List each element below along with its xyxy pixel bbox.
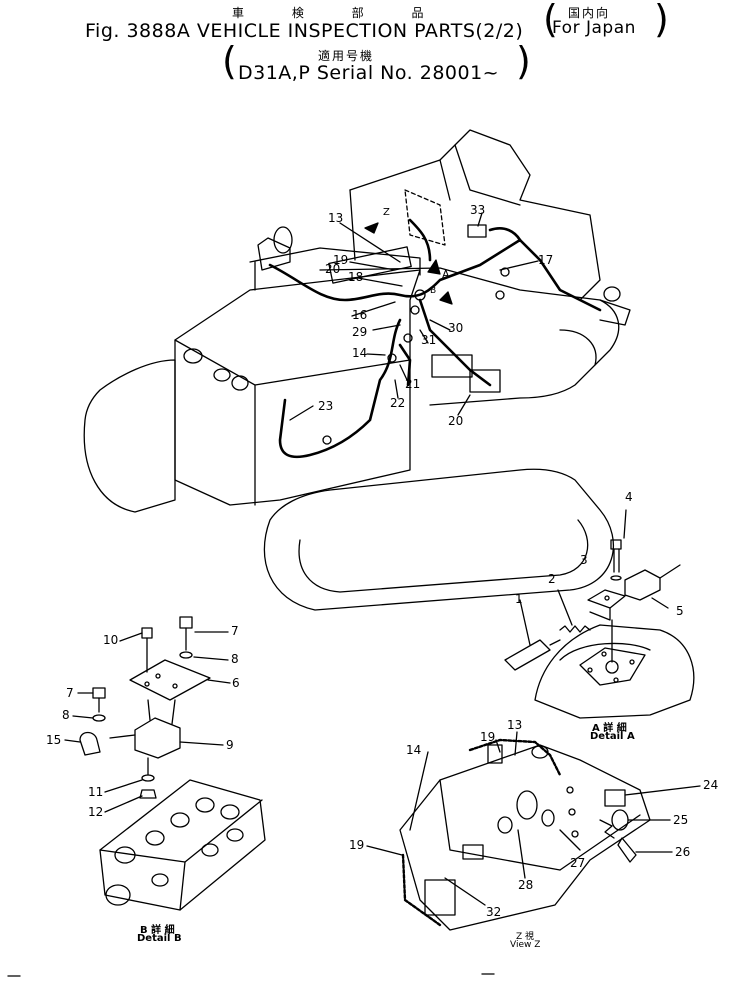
- callout: 19: [480, 730, 496, 744]
- machine-body: [174, 269, 421, 506]
- callout: 12: [88, 805, 104, 819]
- callout: 21: [405, 377, 421, 391]
- callout: Z: [383, 207, 390, 218]
- callout: 8: [231, 652, 239, 666]
- callout: 4: [625, 490, 633, 504]
- detail-a-caption: Detail A: [590, 731, 635, 742]
- view-z: [366, 731, 701, 931]
- cab-seat: [349, 129, 601, 301]
- callout: 1: [515, 592, 523, 606]
- callout: 26: [675, 845, 691, 859]
- callout: 16: [352, 308, 368, 322]
- callout: 6: [232, 676, 240, 690]
- callout: 25: [673, 813, 689, 827]
- callout: 3: [580, 553, 588, 567]
- detail-b-jp-caption: B 詳 細: [140, 925, 175, 936]
- detail-b-caption: Detail B: [137, 933, 182, 944]
- detail-b-view: [64, 616, 266, 911]
- callout: 31: [421, 333, 437, 347]
- callout: 7: [66, 686, 74, 700]
- callout: 10: [103, 633, 119, 647]
- callout: 33: [470, 203, 486, 217]
- callout: 7: [231, 624, 239, 638]
- paren-right-1: ): [654, 0, 669, 41]
- market-label: For Japan: [552, 18, 636, 38]
- callout: 14: [352, 346, 368, 360]
- callout: 2: [548, 572, 556, 586]
- view-z-jp-caption: Z 視: [516, 932, 535, 942]
- callout: 11: [88, 785, 104, 799]
- callout: 15: [46, 733, 62, 747]
- detail-a-jp-caption: A 詳 細: [592, 723, 627, 734]
- callout: 24: [703, 778, 719, 792]
- machine-main-view: [83, 129, 631, 611]
- callout: 17: [538, 253, 554, 267]
- callout: 5: [676, 604, 684, 618]
- callout: 23: [318, 399, 334, 413]
- paren-right-2: ): [516, 39, 531, 83]
- track-upper: [83, 359, 176, 513]
- callout: 27: [570, 856, 586, 870]
- callout: 18: [348, 270, 364, 284]
- callout: 14: [406, 743, 422, 757]
- callout: 8: [62, 708, 70, 722]
- callout: 29: [352, 325, 368, 339]
- jp-serial-label: 適用号機: [318, 49, 375, 63]
- detail-a-view: [504, 509, 695, 719]
- callout: 9: [226, 738, 234, 752]
- track-lower: [263, 468, 614, 611]
- callout: 19: [349, 838, 365, 852]
- callout: A: [442, 268, 450, 281]
- callout: 32: [486, 905, 502, 919]
- callout: 13: [507, 718, 523, 732]
- callout: 13: [328, 211, 344, 225]
- callout: 28: [518, 878, 534, 892]
- view-z-caption: View Z: [510, 940, 541, 950]
- page-title: Fig. 3888A VEHICLE INSPECTION PARTS(2/2): [85, 20, 524, 42]
- callout: 19: [333, 253, 349, 267]
- callout: B: [430, 286, 437, 296]
- callout: 22: [390, 396, 406, 410]
- callout: 20: [325, 262, 341, 276]
- jp-market-label: 国内向: [568, 6, 611, 20]
- paren-left-1: (: [543, 0, 558, 41]
- paren-left-2: (: [222, 39, 237, 83]
- serial-label: D31A,P Serial No. 28001~: [238, 62, 500, 84]
- jp-title: 車 検 部 品: [232, 6, 446, 20]
- callout: 20: [448, 414, 464, 428]
- callout: 30: [448, 321, 464, 335]
